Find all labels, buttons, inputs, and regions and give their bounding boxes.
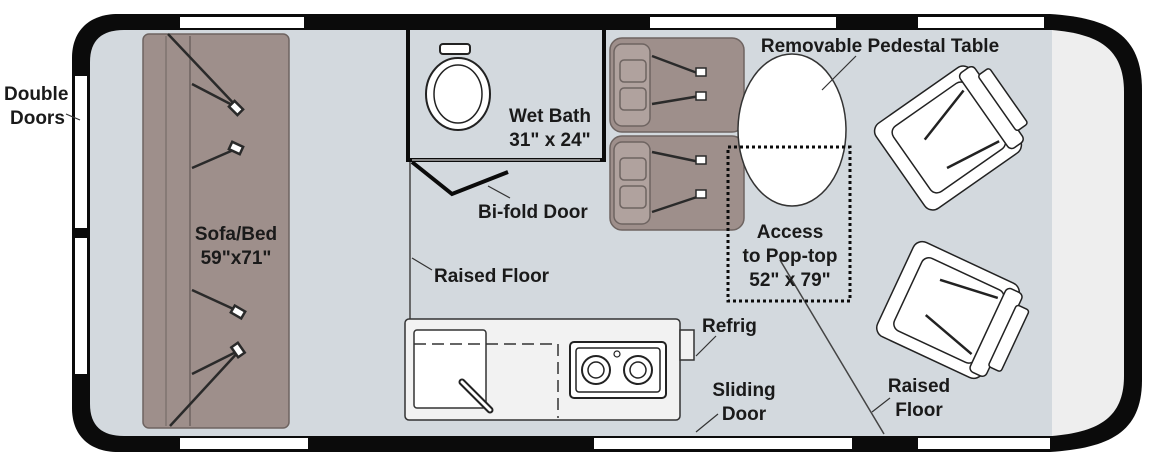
cab-seat-driver (873, 65, 1028, 211)
pop-top-access-outline (726, 145, 852, 303)
double-door-lower (75, 238, 87, 374)
sliding-door-label-line1: Sliding (712, 380, 775, 401)
front-bench-seats (609, 37, 745, 231)
leader-lines (65, 113, 891, 433)
sofa-bed-label-line1: Sofa/Bed (195, 224, 277, 245)
wet-bath-label-line1: Wet Bath (509, 106, 591, 127)
cab-seat-passenger (875, 240, 1030, 380)
wet-bath-label-line2: 31" x 24" (509, 130, 590, 151)
pop-top-label-line1: Access (757, 222, 824, 243)
cab-area (1052, 30, 1124, 436)
window-sliding-door (594, 438, 852, 449)
window-bottom-left (180, 438, 308, 449)
double-doors-label-line1: Double (4, 84, 68, 105)
window-top-right (918, 17, 1044, 28)
stove-cooktop[interactable] (569, 341, 667, 399)
galley-counter (404, 318, 695, 421)
wet-bath (406, 30, 606, 197)
table-leader-line (821, 55, 857, 91)
double-door-upper (75, 76, 87, 228)
window-top-middle (650, 17, 836, 28)
refrig-label: Refrig (702, 316, 757, 337)
sink-cover-dashed (414, 343, 559, 418)
window-bottom-right (918, 438, 1050, 449)
sofa-bed (142, 33, 290, 429)
seat-upper (609, 37, 745, 133)
sofa-bed-frame (142, 33, 290, 429)
seat-belt-straps (167, 33, 247, 427)
raised-floor-line-right (779, 259, 885, 435)
window-top-left (180, 17, 304, 28)
bi-fold-door-label: Bi-fold Door (478, 202, 588, 223)
raised-floor-right-label-line2: Floor (895, 400, 943, 421)
sliding-door-label-line2: Door (722, 404, 767, 425)
faucet-icon (458, 378, 494, 414)
refrigerator[interactable] (679, 329, 695, 361)
pedestal-table-label: Removable Pedestal Table (761, 36, 999, 57)
sofa-bed-label-line2: 59"x71" (201, 248, 272, 269)
raised-floor-right-label-line1: Raised (888, 376, 950, 397)
raised-floor-left-label: Raised Floor (434, 266, 550, 287)
pedestal-table[interactable] (737, 53, 847, 207)
pop-top-label-line3: 52" x 79" (749, 270, 830, 291)
seat-lower (609, 135, 745, 231)
toilet-icon (425, 43, 491, 131)
double-doors-label-line2: Doors (10, 108, 65, 129)
pop-top-label-line2: to Pop-top (743, 246, 838, 267)
bi-fold-door (410, 160, 509, 197)
